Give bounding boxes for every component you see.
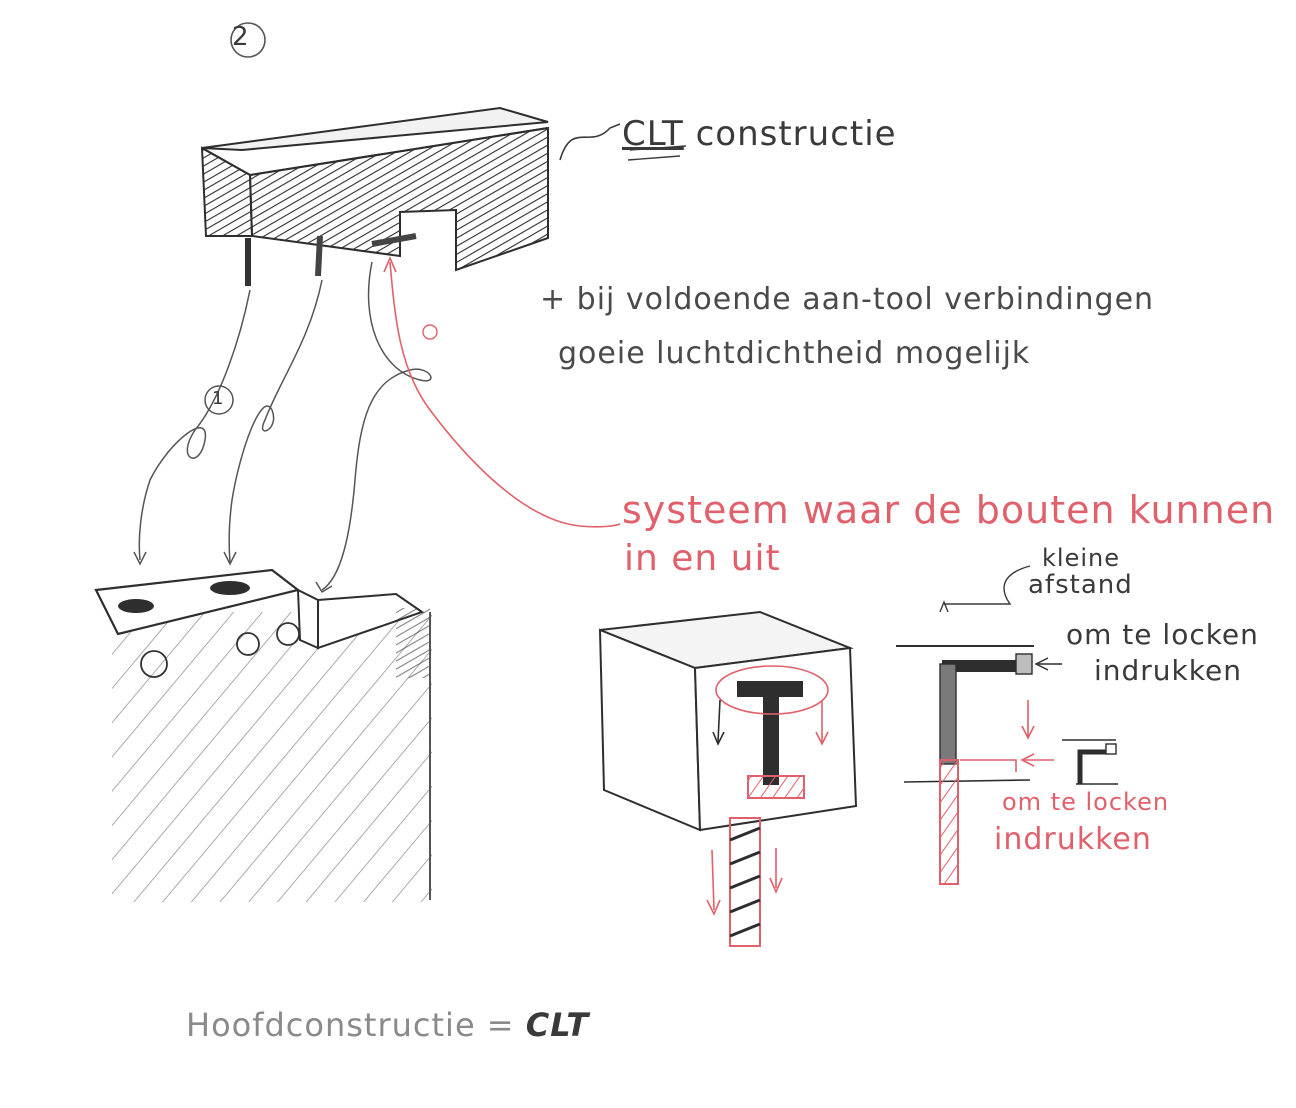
note-line-2: goeie luchtdichtheid mogelijk (558, 336, 1031, 371)
red-reference-arrow (389, 261, 621, 528)
small-distance-label-1: kleine (1042, 544, 1120, 572)
system-note-line-1: systeem waar de bouten kunnen (622, 488, 1276, 532)
sub-number: 1 (212, 388, 225, 409)
main-construction-label-suffix: CLT (525, 1006, 590, 1044)
sub-number-circle (204, 385, 234, 415)
insertion-arrows (133, 261, 432, 594)
main-construction-label: Hoofdconstructie = CLT (186, 1006, 589, 1044)
system-note-line-2: in en uit (624, 538, 781, 579)
lock-label-1: om te locken (1066, 618, 1259, 651)
small-distance-label-2: afstand (1028, 570, 1133, 600)
unlock-label-2: indrukken (994, 822, 1152, 857)
main-construction-block (94, 568, 432, 902)
clt-label-leader (559, 123, 621, 161)
lock-cube (598, 610, 858, 832)
clt-label-underline (627, 145, 687, 161)
clt-beam-top-face (201, 106, 549, 152)
step-number-circle (230, 22, 266, 58)
main-construction-label-prefix: Hoofdconstructie = (186, 1006, 515, 1044)
side-section (896, 565, 1118, 885)
note-line-1: + bij voldoende aan-tool verbindingen (540, 282, 1155, 317)
threaded-rod (706, 817, 783, 947)
step-number: 2 (232, 22, 250, 52)
clt-label-prefix: CLT (622, 114, 684, 154)
block-notch (296, 588, 319, 650)
clt-beam (200, 106, 549, 286)
lock-label-2: indrukken (1094, 654, 1242, 687)
clt-label-suffix: constructie (695, 114, 897, 154)
clt-beam-side-face (248, 126, 549, 272)
clt-label: CLT constructie (622, 114, 897, 154)
unlock-label-1: om te locken (1002, 788, 1170, 816)
